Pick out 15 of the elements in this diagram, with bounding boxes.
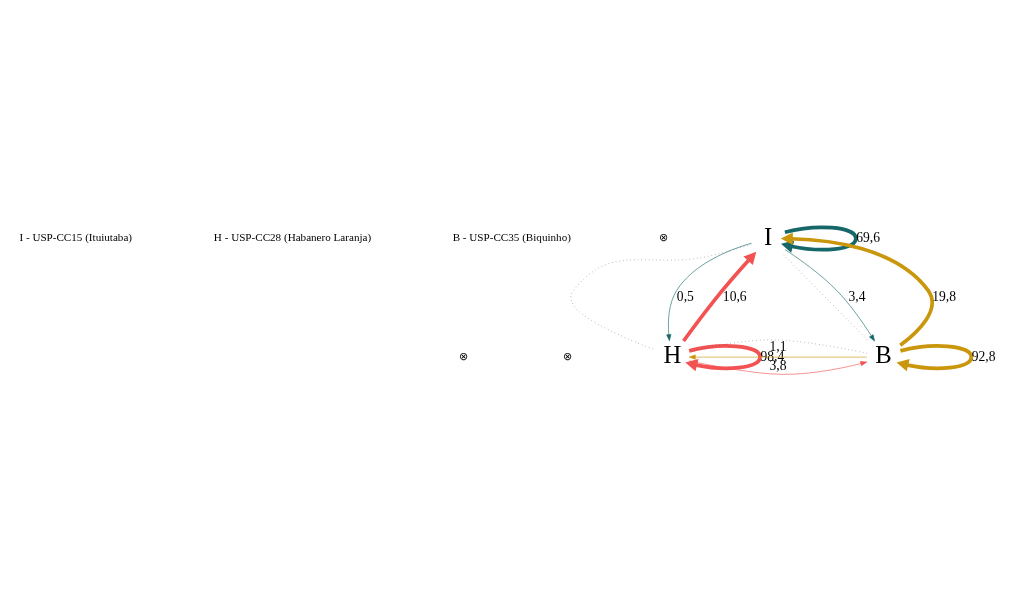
edge-label: 10,6: [722, 288, 747, 304]
label: ⊗: [658, 230, 668, 243]
label: ⊗: [563, 349, 572, 362]
edge-label: 19,8: [931, 288, 956, 304]
node-text: H: [662, 340, 681, 368]
label: ⊗: [458, 349, 468, 362]
node-text: I: [763, 222, 772, 250]
label: H - USP-CC28 (Habanero Laranja): [213, 230, 371, 243]
label: B - USP-CC35 (Biquinho): [452, 230, 571, 243]
edge-label: 3,4: [848, 288, 866, 304]
edge-label: 69,6: [855, 229, 880, 245]
edge-label: 92,8: [971, 348, 996, 364]
label: I - USP-CC15 (Ituiutaba): [18, 230, 132, 243]
edge-label: 0,5: [676, 288, 694, 304]
node-text: B: [874, 340, 892, 368]
